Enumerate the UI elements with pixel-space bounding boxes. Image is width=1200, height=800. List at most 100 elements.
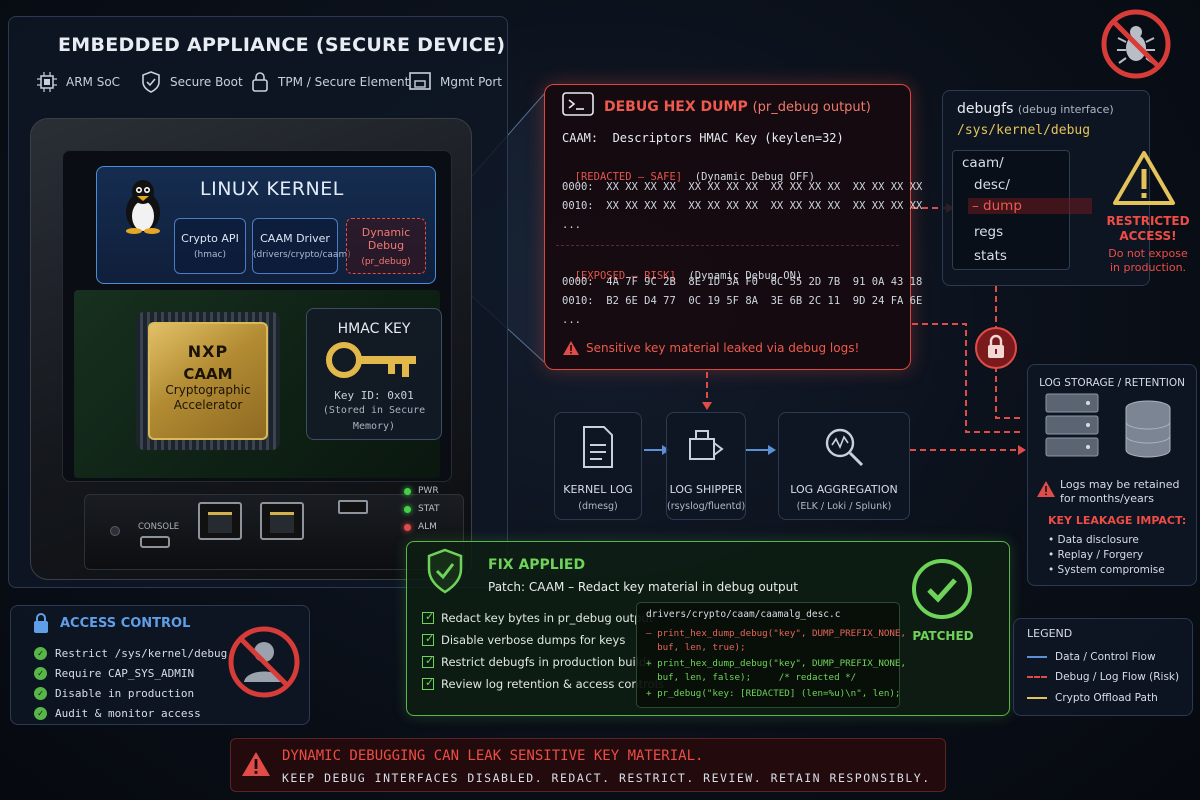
- pipe-arrow-2-head: [768, 445, 776, 455]
- redacted-note: (Dynamic Debug OFF): [694, 171, 815, 183]
- feature-mgmt-port: Mgmt Port: [408, 68, 502, 96]
- fix-item: ✓Disable verbose dumps for keys: [422, 632, 625, 647]
- redacted-heading: [REDACTED – SAFE] (Dynamic Debug OFF): [562, 159, 815, 183]
- dump-warning: Sensitive key material leaked via debug …: [562, 340, 859, 356]
- kernel-log-sub: (dmesg): [578, 501, 618, 512]
- chip-name: CAAM: [183, 365, 233, 383]
- access-control-panel: [10, 605, 310, 725]
- code-file: drivers/crypto/caam/caamalg_desc.c: [646, 609, 841, 620]
- fix-item-label: Restrict debugfs in production builds: [441, 655, 653, 669]
- usb-port[interactable]: [338, 500, 368, 514]
- log-shipper-label: LOG SHIPPER: [669, 483, 743, 496]
- legend-item-crypto-path: Crypto Offload Path: [1027, 692, 1158, 704]
- code-snippet: [636, 602, 900, 708]
- warning-icon: [1037, 481, 1055, 497]
- exposed-line-2: ...: [562, 314, 581, 326]
- terminal-icon: [562, 92, 594, 116]
- ethernet-port-1[interactable]: [198, 502, 242, 540]
- hmac-key-stored-2: Memory): [352, 421, 396, 432]
- led-stat: [404, 506, 411, 513]
- console-port[interactable]: [140, 536, 170, 548]
- chip-line1: Cryptographic: [165, 383, 251, 397]
- log-aggregation-box: LOG AGGREGATION (ELK / Loki / Splunk): [778, 412, 910, 520]
- check-circle-icon: ✓: [34, 647, 47, 660]
- legend-label: Data / Control Flow: [1055, 651, 1156, 663]
- fix-item: ✓ Restrict debugfs in production builds: [422, 654, 653, 669]
- code-line-removed: – print_hex_dump_debug("key", DUMP_PREFI…: [646, 628, 906, 639]
- access-item: ✓Audit & monitor access: [34, 707, 201, 720]
- magnifier-icon: [825, 428, 864, 467]
- code-line-added: + pr_debug("key: [REDACTED] (len=%u)\n",…: [646, 688, 901, 699]
- appliance-title: EMBEDDED APPLIANCE (SECURE DEVICE): [58, 34, 506, 56]
- tree-item-caam[interactable]: caam/: [962, 155, 1004, 171]
- debugfs-path: /sys/kernel/debug: [957, 123, 1091, 138]
- tree-item-stats[interactable]: stats: [974, 248, 1007, 264]
- legend-item-debug-flow: Debug / Log Flow (Risk): [1027, 671, 1179, 683]
- code-line-removed: buf, len, true);: [646, 642, 746, 653]
- restricted-notice: RESTRICTED ACCESS! Do not expose in prod…: [1102, 214, 1194, 275]
- check-circle-icon: ✓: [34, 667, 47, 680]
- crypto-api-sub: (hmac): [194, 250, 226, 260]
- power-button[interactable]: [110, 526, 120, 536]
- kernel-log-label: KERNEL LOG: [563, 483, 633, 496]
- access-control-title: ACCESS CONTROL: [60, 616, 191, 631]
- no-bug-icon: [1101, 9, 1171, 79]
- no-access-icon: [228, 626, 300, 698]
- warning-icon: [1113, 151, 1175, 205]
- crypto-api-label: Crypto API: [181, 232, 239, 245]
- dump-divider: [556, 245, 899, 246]
- check-circle-icon: ✓: [34, 687, 47, 700]
- key-icon: [326, 342, 416, 378]
- dump-title: DEBUG HEX DUMP (pr_debug output): [604, 99, 871, 115]
- kernel-title: LINUX KERNEL: [200, 178, 344, 200]
- legend-swatch: [1027, 676, 1047, 678]
- dump-header: CAAM: Descriptors HMAC Key (keylen=32): [562, 131, 844, 145]
- shield-check-icon: [142, 71, 160, 93]
- legend-label: Crypto Offload Path: [1055, 692, 1158, 704]
- crypto-api-box: Crypto API (hmac): [174, 218, 246, 274]
- access-item-label: Audit & monitor access: [55, 707, 201, 720]
- feature-label: TPM / Secure Element: [278, 75, 410, 89]
- code-line-added: + print_hex_dump_debug("key", DUMP_PREFI…: [646, 658, 906, 669]
- tree-item-dump[interactable]: – dump: [968, 198, 1092, 214]
- access-item-label: Disable in production: [55, 687, 195, 700]
- feature-arm-soc: ARM SoC: [36, 68, 120, 96]
- restricted-note: Do not expose in production.: [1108, 247, 1188, 274]
- server-rack-icon: [1045, 393, 1171, 458]
- led-pwr: [404, 488, 411, 495]
- caam-chip: NXP CAAM Cryptographic Accelerator: [148, 322, 268, 440]
- log-shipper-sub: (rsyslog/fluentd): [667, 501, 746, 512]
- debug-hex-dump-panel: [544, 84, 911, 370]
- exposed-note: (Dynamic Debug ON): [688, 270, 803, 282]
- patched-label: PATCHED: [912, 629, 974, 643]
- log-storage-title: LOG STORAGE / RETENTION: [1039, 377, 1185, 389]
- feature-tpm: TPM / Secure Element: [250, 68, 409, 96]
- redacted-tag: [REDACTED – SAFE]: [574, 171, 683, 183]
- dynamic-debug-box: Dynamic Debug (pr_debug): [346, 218, 426, 274]
- chip-line2: Accelerator: [173, 398, 243, 412]
- exposed-line-0: 0000: 4A 7F 9C 2B 8E 1D 3A F0 6C 55 2D 7…: [562, 276, 923, 288]
- caam-driver-sub: (drivers/crypto/caam): [253, 250, 351, 260]
- impact-item: • Replay / Forgery: [1048, 549, 1144, 561]
- agg-to-storage-arrow: [1018, 445, 1026, 455]
- warning-icon: [242, 752, 270, 776]
- led-stat-label: STAT: [418, 504, 440, 514]
- tree-item-regs[interactable]: regs: [974, 224, 1004, 240]
- ethernet-port-2[interactable]: [260, 502, 304, 540]
- fix-item: ✓Review log retention & access controls: [422, 676, 664, 691]
- debugfs-title-sub: (debug interface): [1017, 103, 1114, 116]
- led-alm-label: ALM: [418, 522, 437, 532]
- access-item-label: Require CAP_SYS_ADMIN: [55, 667, 195, 680]
- hmac-key-id: Key ID: 0x01: [334, 389, 414, 402]
- code-line-added: buf, len, false); /* redacted */: [646, 672, 857, 683]
- kernel-log-box: KERNEL LOG (dmesg): [554, 412, 642, 520]
- restricted-title: RESTRICTED ACCESS!: [1106, 214, 1190, 243]
- led-alm: [404, 524, 411, 531]
- feature-secure-boot: Secure Boot: [140, 68, 243, 96]
- checkbox-icon: ✓: [422, 654, 434, 668]
- document-icon: [583, 426, 613, 468]
- tree-item-desc[interactable]: desc/: [974, 177, 1010, 193]
- access-item: ✓ Require CAP_SYS_ADMIN: [34, 667, 194, 680]
- debugfs-title-main: debugfs: [957, 101, 1014, 117]
- impact-item: • System compromise: [1048, 564, 1165, 576]
